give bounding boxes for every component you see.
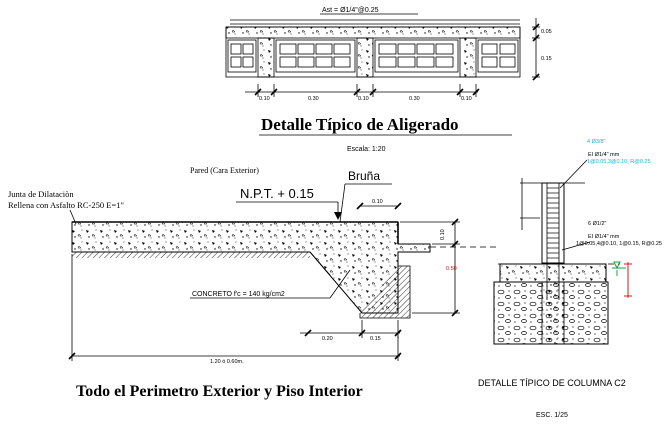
dim-bottom-5: 0.10 (461, 96, 472, 102)
column-note-2b: 1@0.05,3@0.10, R@0.25 (587, 159, 651, 165)
dim-tick (358, 329, 366, 337)
dim-tick (394, 202, 402, 210)
column-title: DETALLE TÍPICO DE COLUMNA C2 (478, 378, 626, 388)
dim-bottom-b: 0.15 (370, 336, 381, 342)
wall-label: Pared (Cara Exterior) (190, 166, 259, 175)
foundation-hatch (359, 265, 411, 319)
dim-tick (394, 329, 402, 337)
column-note-1: 4 Ø3/8" (587, 139, 606, 145)
column-note-4b: 1@0.05,4@0.10, 1@0.15, R@0.25 (576, 241, 662, 247)
level-marker (334, 212, 342, 220)
dim-side: 0.15 (541, 56, 552, 62)
bottom-dimension (245, 84, 480, 97)
floor-section: Pared (Cara Exterior) N.P.T. + 0.15 Bruñ… (8, 166, 500, 400)
dim-tick (451, 218, 459, 226)
column-note-2a: EI Ø1/4" mm (588, 152, 620, 158)
dim-top-small: 0.10 (372, 199, 383, 205)
dim-bottom-1: 0.10 (259, 96, 270, 102)
joists (225, 26, 521, 78)
dim-bottom-2: 0.30 (308, 96, 319, 102)
dim-tick (451, 240, 459, 248)
aligerado-scale: Escala: 1:20 (347, 146, 386, 153)
dim-bottom-3: 0.10 (358, 96, 369, 102)
dim-bottom-4: 0.30 (409, 96, 420, 102)
length-label: 1.20 ó 0.60m. (210, 359, 244, 365)
npt-label: N.P.T. + 0.15 (240, 186, 314, 201)
concrete-leader (329, 269, 351, 299)
column-note-4a: EI Ø1/4" mm (588, 234, 620, 240)
dim-bottom-a: 0.20 (322, 336, 333, 342)
joint-label-1: Junta de Dilataciòn (8, 189, 74, 199)
dim-tick (394, 352, 402, 360)
dim-tick (304, 329, 312, 337)
joint-label-2: Rellena con Asfalto RC-250 E=1" (8, 200, 124, 210)
ground-hatch (72, 252, 310, 258)
column-detail: 4 Ø3/8" EI Ø1/4" mm 1@0.05,3@0.10, R@0.2… (478, 139, 662, 419)
bruna-leader (339, 183, 346, 223)
floor-title: Todo el Perimetro Exterior y Piso Interi… (76, 383, 363, 400)
dim-tick (356, 202, 364, 210)
dim-tick (451, 309, 459, 317)
column-pedestal (541, 281, 565, 345)
aligerado-detail: Ast = Ø1/4"@0.25 (225, 7, 552, 153)
side-dimension (532, 18, 540, 81)
dim-tick (68, 352, 76, 360)
green-level-marker (612, 261, 626, 276)
dim-top: 0.05 (541, 29, 552, 35)
hollow-blocks (227, 39, 519, 73)
concrete-label: CONCRETO f'c = 140 kg/cm2 (192, 291, 285, 298)
column-note-3: 6 Ø1/2" (588, 221, 607, 227)
dim-right-2: 0.50 (446, 266, 457, 272)
dim-right-1: 0.10 (440, 229, 446, 240)
column-note-leader (559, 159, 588, 189)
rebar-label: Ast = Ø1/4"@0.25 (322, 7, 379, 14)
bruna-label: Bruña (348, 169, 380, 183)
column-note-leader (561, 241, 591, 251)
column-scale: ESC. 1/25 (536, 412, 568, 419)
aligerado-title: Detalle Típico de Aligerado (261, 115, 459, 134)
column-slab (499, 263, 607, 283)
column-stirrups (547, 187, 559, 259)
